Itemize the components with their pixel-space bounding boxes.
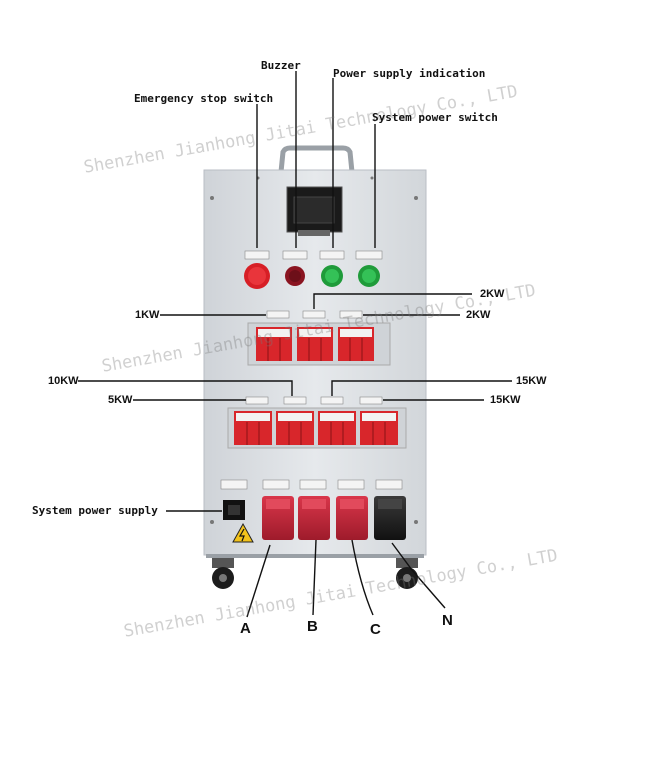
breaker-bank-lower — [227, 407, 407, 449]
terminal-a — [262, 496, 294, 540]
system-power-switch-label: System power switch — [372, 111, 498, 124]
terminal-a-label: A — [240, 620, 251, 637]
system-power-switch-button — [358, 265, 380, 287]
terminal-b — [298, 496, 330, 540]
emergency-stop-switch-label: Emergency stop switch — [134, 92, 274, 105]
buzzer-label: Buzzer — [261, 59, 301, 72]
load-2kw-lower-label: 2KW — [466, 309, 491, 321]
system-power-inlet — [223, 500, 245, 520]
electrical-hazard-triangle-icon — [232, 522, 254, 543]
system-power-supply-label: System power supply — [32, 504, 158, 517]
breaker-bank-upper — [247, 322, 391, 366]
load-1kw-label: 1KW — [135, 309, 160, 321]
power-indicator-lamp — [321, 265, 343, 287]
buzzer — [285, 266, 305, 286]
load-5kw-label: 5KW — [108, 394, 133, 406]
terminal-b-label: B — [307, 618, 318, 635]
terminal-n — [374, 496, 406, 540]
terminal-c-label: C — [370, 621, 381, 638]
terminal-c — [336, 496, 368, 540]
caster-wheel-left — [212, 558, 234, 589]
power-supply-indication-label: Power supply indication — [333, 67, 486, 80]
callout-lines — [78, 71, 512, 618]
emergency-stop-button — [244, 263, 270, 289]
load-2kw-upper-label: 2KW — [480, 288, 505, 300]
load-15kw-lower-label: 15KW — [490, 394, 521, 406]
carry-handle — [278, 145, 355, 173]
load-10kw-label: 10KW — [48, 375, 79, 387]
load-15kw-upper-label: 15KW — [516, 375, 547, 387]
terminal-n-label: N — [442, 612, 453, 629]
